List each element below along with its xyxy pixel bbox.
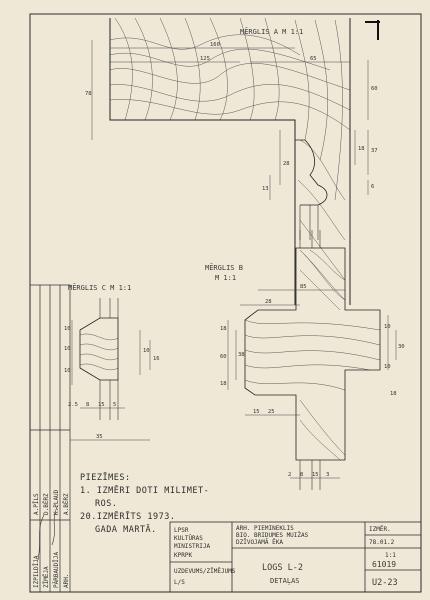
- title-block-grid: [169, 521, 422, 593]
- section-a-glass-lines: [299, 205, 319, 240]
- tb-cell-a3: DZĪVOJAMĀ ĒKA: [236, 539, 283, 546]
- tb-org-4: KPRPK: [174, 552, 192, 559]
- section-c-dimension-lines: [70, 320, 151, 441]
- sidebar-row-1: IZPILDĪJA: [33, 555, 40, 588]
- sidebar-stamp: [29, 284, 71, 593]
- tb-num-1: 61019: [372, 560, 396, 569]
- section-c-profile: [79, 317, 119, 381]
- section-c-wood-grain: [80, 333, 118, 371]
- dim-c-h4: 5: [113, 402, 116, 408]
- dim-a-h1: 160: [210, 42, 220, 48]
- section-b-wood-grain: [245, 249, 380, 460]
- section-a-outline: [109, 18, 296, 305]
- section-a-dimension-lines: [91, 40, 369, 200]
- sidebar-row-3: PĀRBAUDĪJA: [53, 551, 60, 588]
- section-b-glass-lines: [299, 230, 321, 490]
- note-line-5: GADA MARTĀ.: [95, 524, 157, 535]
- dim-b-v2: 60: [220, 354, 227, 360]
- sidebar-col-4: A.BĒRZ: [63, 493, 70, 515]
- sidebar-row-4: ARH.: [63, 574, 70, 588]
- dim-c-v3: 10: [64, 368, 71, 374]
- section-c-label: MĒRGLIS C M 1:1: [68, 283, 131, 292]
- tb-org-1: LPSR: [174, 527, 189, 534]
- tb-org-3: MINISTRIJA: [174, 543, 211, 550]
- dim-c-v1: 10: [64, 326, 71, 332]
- section-a-profile: [295, 139, 328, 206]
- section-a-wood-grain: [110, 18, 350, 301]
- section-b-dimension-lines: [227, 289, 397, 479]
- dim-c-h3: 15: [98, 402, 105, 408]
- dim-a-v4: 37: [371, 148, 378, 154]
- tb-izm-value: 78.01.2: [369, 539, 395, 546]
- dim-b-v4: 38: [238, 352, 245, 358]
- tb-scale: 1:1: [385, 552, 396, 559]
- dim-b-v5: 10: [384, 324, 391, 330]
- tb-num-2: U2-23: [372, 578, 398, 588]
- note-line-4: 20.IZMĒRĪTS 1973.: [80, 511, 176, 522]
- dim-b-h3: 25: [268, 409, 275, 415]
- signature-marks: [37, 504, 59, 561]
- dim-b-v1: 18: [220, 326, 227, 332]
- tb-dept: UZDEVUMS/ZĪMĒJUMS: [174, 568, 236, 575]
- dim-a-v5: 28: [283, 161, 290, 167]
- tb-cell-a1: ARH. PIEMINEKLIS: [236, 525, 294, 532]
- dim-b-h7: 15: [312, 472, 319, 478]
- sidebar-col-1: A.PĪLS: [33, 493, 40, 515]
- tb-izm-label: IZMĒR.: [369, 526, 391, 533]
- dim-b-h8: 3: [326, 472, 329, 478]
- dim-c-v5: 16: [153, 356, 160, 362]
- note-line-2: 1. IZMĒRI DOTI MILIMET-: [80, 485, 209, 496]
- dim-a-v3: 18: [358, 146, 365, 152]
- dim-b-h6: 8: [300, 472, 303, 478]
- sidebar-col-3: K.PLAUD: [53, 489, 60, 515]
- section-c-glass-lines: [99, 298, 119, 420]
- section-b-label: MĒRGLIS B: [205, 263, 243, 272]
- sidebar-col-2: D.BĒRZ: [43, 493, 50, 515]
- dim-c-h2: 8: [86, 402, 89, 408]
- dim-a-v1: 78: [85, 91, 92, 97]
- note-line-3: ROS.: [95, 499, 117, 509]
- dim-a-v2: 60: [371, 86, 378, 92]
- section-b-scale: M 1:1: [215, 274, 236, 282]
- dim-c-v2: 10: [64, 346, 71, 352]
- sidebar-row-2: ZĪMĒJA: [43, 566, 50, 588]
- dim-a-h3: 65: [310, 56, 317, 62]
- notes-block: PIEZĪMES: 1. IZMĒRI DOTI MILIMET- ROS. 2…: [80, 472, 209, 535]
- dim-b-h4: 15: [253, 409, 260, 415]
- dim-b-h5: 2: [288, 472, 291, 478]
- tb-title-1: LOGS L-2: [262, 563, 303, 573]
- dim-c-v4: 10: [143, 348, 150, 354]
- section-b-profile: [244, 247, 381, 461]
- dim-c-h5: 35: [96, 434, 103, 440]
- dim-a-h2: 125: [200, 56, 210, 62]
- dim-b-v8: 18: [390, 391, 397, 397]
- dim-b-v3: 18: [220, 381, 227, 387]
- dim-b-v7: 10: [384, 364, 391, 370]
- note-line-1: PIEZĪMES:: [80, 472, 131, 483]
- tb-title-2: DETAĻAS: [270, 577, 300, 586]
- dim-a-v6: 6: [371, 184, 374, 190]
- dim-a-v7: 13: [262, 186, 269, 192]
- sheet-frame: [29, 13, 422, 593]
- sidebar-rows: IZPILDĪJA ZĪMĒJA PĀRBAUDĪJA ARH. A.PĪLS …: [33, 489, 70, 588]
- section-a-label: MĒRGLIS A M 1:1: [240, 27, 303, 36]
- dim-b-h1: 85: [300, 284, 307, 290]
- tb-org-2: KULTŪRAS: [174, 535, 203, 542]
- dim-b-v6: 30: [398, 344, 405, 350]
- dim-c-h1: 2.5: [68, 402, 78, 408]
- tb-cell-a2: BIO. BRIDUMES MUIŽAS: [236, 531, 309, 539]
- dim-b-h2: 28: [265, 299, 272, 305]
- tb-dept-2: L/S: [174, 579, 185, 586]
